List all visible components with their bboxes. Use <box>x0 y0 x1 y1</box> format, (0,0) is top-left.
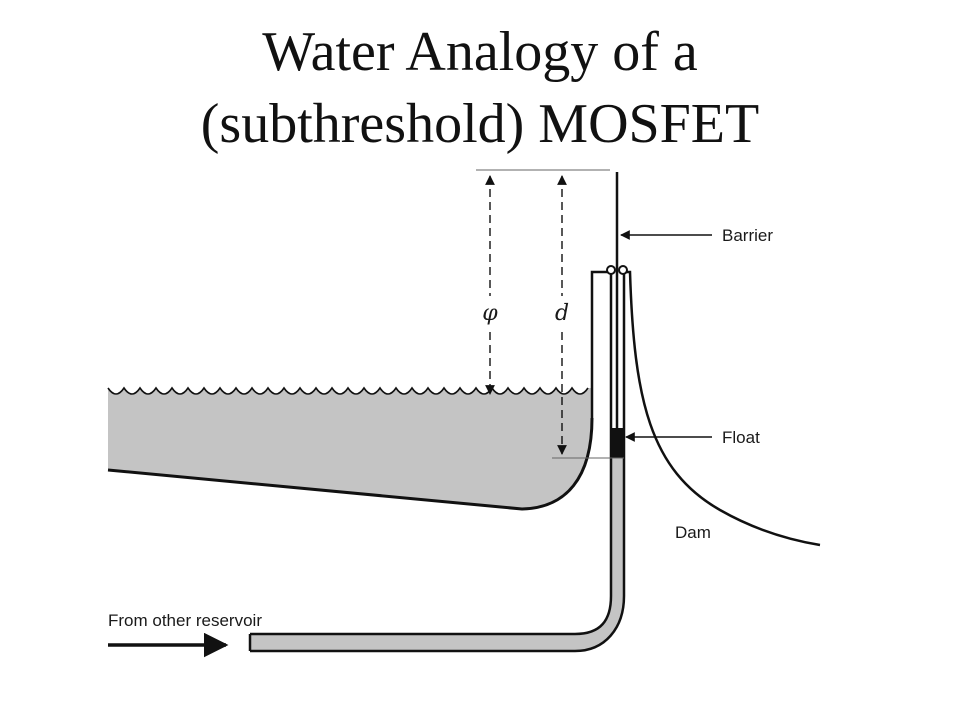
reservoir-floor <box>107 417 594 511</box>
barrier-roller-left <box>606 265 616 275</box>
float-label: Float <box>722 428 760 447</box>
dam-left-wall <box>590 270 610 418</box>
phi-label: φ <box>482 301 498 326</box>
d-label: d <box>555 301 569 326</box>
source-label: From other reservoir <box>108 611 262 630</box>
slide-title-line-2: (subthreshold) MOSFET <box>200 93 760 155</box>
channel-outer-wall <box>250 272 613 636</box>
barrier-label: Barrier <box>722 226 773 245</box>
reservoir-water <box>108 388 592 509</box>
barrier-roller-right <box>618 265 628 275</box>
water-surface <box>107 386 589 395</box>
slide-title-line-1: Water Analogy of a <box>262 21 698 83</box>
dam-label: Dam <box>675 523 711 542</box>
float <box>612 428 623 458</box>
dam-right-face <box>626 270 821 547</box>
channel-inner-wall <box>250 272 626 653</box>
